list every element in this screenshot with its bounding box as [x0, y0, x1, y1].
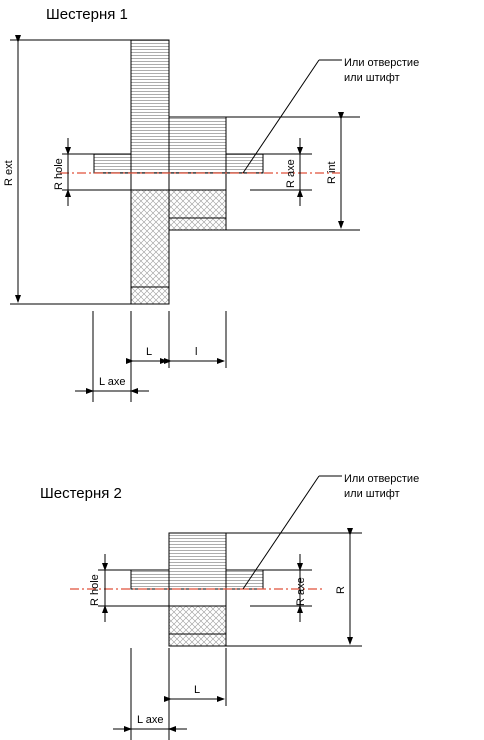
gear2-group: Шестерня 2 Или отверстие или штифт R hol…: [40, 473, 419, 740]
gear1-hub-bore: [168, 172, 227, 191]
gear1-label-r-hole: R hole: [53, 158, 65, 190]
gear2-label-l-width: L: [194, 684, 200, 696]
gear2-body-rim: [168, 633, 227, 647]
gear2-body-bore: [168, 588, 227, 607]
gear1-pin-right: [225, 153, 264, 174]
gear1-pin-left: [93, 153, 132, 174]
gear1-body-rim: [130, 286, 170, 305]
gear1-note-line1: Или отверстие: [344, 57, 419, 69]
gear1-note-line2: или штифт: [344, 72, 400, 84]
gear1-label-l-small: l: [195, 346, 197, 358]
gear2-note-line2: или штифт: [344, 488, 400, 500]
gear1-hub-upper: [168, 116, 227, 174]
gear1-group: Шестерня 1 Или отверстие или штифт R ext: [3, 6, 419, 402]
gear1-body-lower: [130, 189, 170, 288]
gear2-note-line1: Или отверстие: [344, 473, 419, 485]
gear1-label-r-ext: R ext: [3, 160, 15, 186]
gear2-body-lower: [168, 605, 227, 635]
gear1-label-r-axe: R axe: [285, 159, 297, 188]
gear1-body-upper: [130, 39, 170, 174]
gear1-hub-lower: [168, 189, 227, 219]
gear2-label-r-hole: R hole: [89, 574, 101, 606]
gear1-label-r-int: R int: [326, 161, 338, 184]
gear2-label-r: R: [335, 586, 347, 594]
gear1-label-l-axe: L axe: [99, 376, 126, 388]
gear2-pin-left: [130, 569, 170, 590]
gear1-title: Шестерня 1: [46, 6, 128, 23]
gear2-label-r-axe: R axe: [295, 577, 307, 606]
gear2-title: Шестерня 2: [40, 485, 122, 502]
gear2-label-l-axe: L axe: [137, 714, 164, 726]
gear1-label-l-width: L: [146, 346, 152, 358]
gear2-body-upper: [168, 532, 227, 590]
gear1-body-bore: [130, 172, 170, 191]
gear1-hub-rim: [168, 217, 227, 231]
